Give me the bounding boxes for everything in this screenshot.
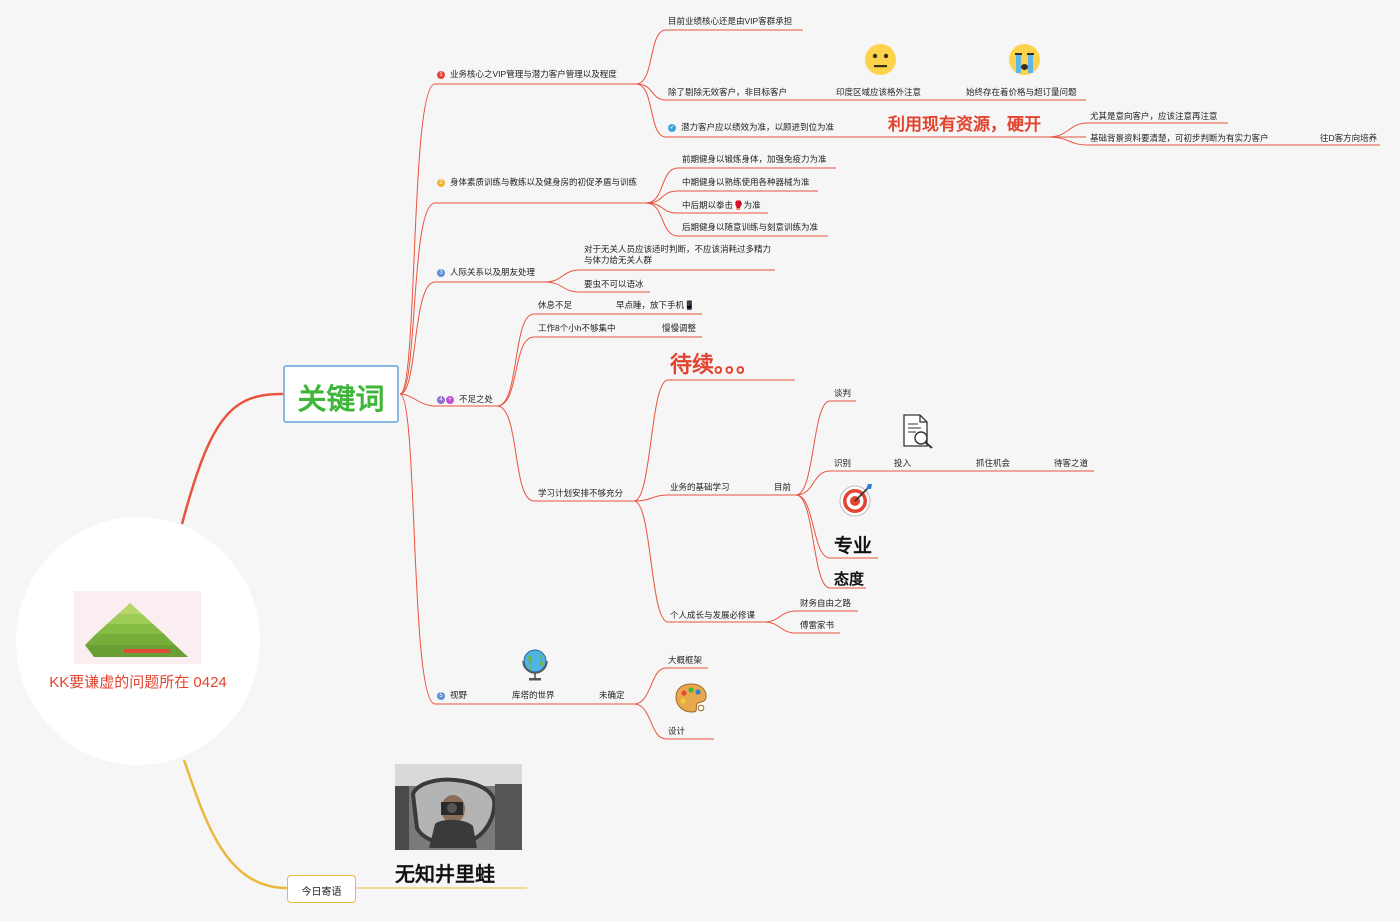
branch-5-label: 视野: [450, 690, 468, 700]
number-badge-5: 5: [437, 692, 445, 700]
node-invest[interactable]: 投入: [894, 458, 912, 468]
today-message-node[interactable]: 今日寄语: [287, 875, 356, 903]
crying-face-icon: [1008, 43, 1041, 81]
check-icon: ✓: [668, 124, 676, 132]
node-potential-clients[interactable]: ✓ 潜力客户应以绩效为准，以顾进到位为准: [668, 122, 834, 133]
keyword-node[interactable]: 关键词: [283, 365, 399, 423]
branch-3-label: 人际关系以及朋友处理: [450, 267, 536, 277]
node-personal-growth[interactable]: 个人成长与发展必修课: [670, 610, 756, 620]
number-badge-2: 2: [437, 179, 445, 187]
root-title: KK要谦虚的问题所在 0424: [49, 674, 227, 691]
highlight-use-resources[interactable]: 利用现有资源，硬开: [888, 115, 1041, 134]
neutral-face-icon: [864, 43, 897, 81]
node-fu-lei-letters[interactable]: 傅雷家书: [800, 620, 835, 630]
node-sleep-early[interactable]: 早点睡，放下手机📱: [616, 300, 695, 310]
node-current[interactable]: 目前: [774, 482, 792, 492]
branch-1[interactable]: 1 业务核心之VIP管理与潜力客户管理以及程度: [437, 69, 617, 80]
node-not-focused[interactable]: 工作8个小h不够集中: [538, 323, 616, 333]
node-business-basics[interactable]: 业务的基础学习: [670, 482, 730, 492]
today-message-label: 今日寄语: [301, 887, 342, 898]
number-badge-3: 3: [437, 269, 445, 277]
node-adjust[interactable]: 慢慢调整: [662, 323, 697, 333]
node-unrelated-people[interactable]: 对于无关人员应该适时判断，不应该消耗过多精力与体力给无关人群: [584, 244, 772, 265]
node-attitude[interactable]: 态度: [834, 571, 865, 588]
node-professional[interactable]: 专业: [834, 536, 873, 557]
node-kuta-world[interactable]: 库塔的世界: [512, 690, 555, 700]
branch-2-label: 身体素质训练与教练以及健身房的初促矛盾与训练: [450, 177, 638, 187]
number-badge-4: 4: [437, 396, 445, 404]
branch-2[interactable]: 2 身体素质训练与教练以及健身房的初促矛盾与训练: [437, 177, 642, 188]
keyword-label: 关键词: [297, 384, 385, 416]
pyramid-image: [74, 591, 201, 664]
root-to-keyword-connector: [180, 392, 284, 525]
node-india-region[interactable]: 印度区域应该格外注意: [836, 87, 922, 97]
node-identify[interactable]: 识别: [834, 458, 852, 468]
node-framework[interactable]: 大概框架: [668, 655, 703, 665]
node-negotiation[interactable]: 谈判: [834, 388, 852, 398]
node-price-overbooking[interactable]: 始终存在着价格与超订量问题: [966, 87, 1077, 97]
branch-3[interactable]: 3 人际关系以及朋友处理: [437, 267, 535, 278]
node-background-info[interactable]: 基础背景资料要清楚，可初步判断为有实力客户: [1090, 133, 1269, 143]
node-potential-clients-label: 潜力客户应以绩效为准，以顾进到位为准: [681, 122, 835, 132]
branch-4[interactable]: 4+ 不足之处: [437, 394, 493, 405]
branch-1-label: 业务核心之VIP管理与潜力客户管理以及程度: [450, 69, 617, 79]
node-hospitality[interactable]: 待客之道: [1054, 458, 1089, 468]
today-caption[interactable]: 无知井里蛙: [395, 864, 495, 886]
plus-icon: +: [446, 396, 454, 404]
branch-4-label: 不足之处: [459, 394, 494, 404]
node-early-fitness[interactable]: 前期健身以锻炼身体，加强免疫力为准: [682, 154, 827, 164]
photographer-photo: [395, 764, 522, 850]
node-boxing[interactable]: 中后期以拳击🥊为准: [682, 200, 761, 210]
node-seize-chance[interactable]: 抓住机会: [976, 458, 1011, 468]
node-vip-core[interactable]: 目前业绩核心还是由VIP客群承担: [668, 16, 793, 26]
node-study-plan[interactable]: 学习计划安排不够充分: [538, 488, 624, 498]
node-d-client[interactable]: 往D客方向培养: [1320, 133, 1378, 143]
node-remove-invalid[interactable]: 除了剔除无效客户，非目标客户: [668, 87, 788, 97]
root-to-today-connector: [182, 759, 288, 890]
pending-note[interactable]: 待续。。。: [670, 352, 759, 377]
node-summer-insect[interactable]: 要虫不可以语冰: [584, 279, 644, 289]
node-undecided[interactable]: 未确定: [599, 690, 625, 700]
globe-icon: [519, 646, 551, 687]
target-icon: [838, 482, 874, 523]
node-late-fitness[interactable]: 后期健身以随意训练与刻意训练为准: [682, 222, 819, 232]
node-intent-clients[interactable]: 尤其是意向客户，应该注意再注意: [1090, 111, 1218, 121]
branch-5[interactable]: 5 视野: [437, 690, 467, 701]
node-mid-fitness[interactable]: 中期健身以熟练使用各种器械为准: [682, 177, 810, 187]
number-badge-1: 1: [437, 71, 445, 79]
node-lack-rest[interactable]: 休息不足: [538, 300, 573, 310]
palette-icon: [673, 681, 709, 720]
node-design[interactable]: 设计: [668, 726, 686, 736]
document-search-icon: [901, 414, 935, 455]
node-financial-freedom[interactable]: 财务自由之路: [800, 598, 852, 608]
